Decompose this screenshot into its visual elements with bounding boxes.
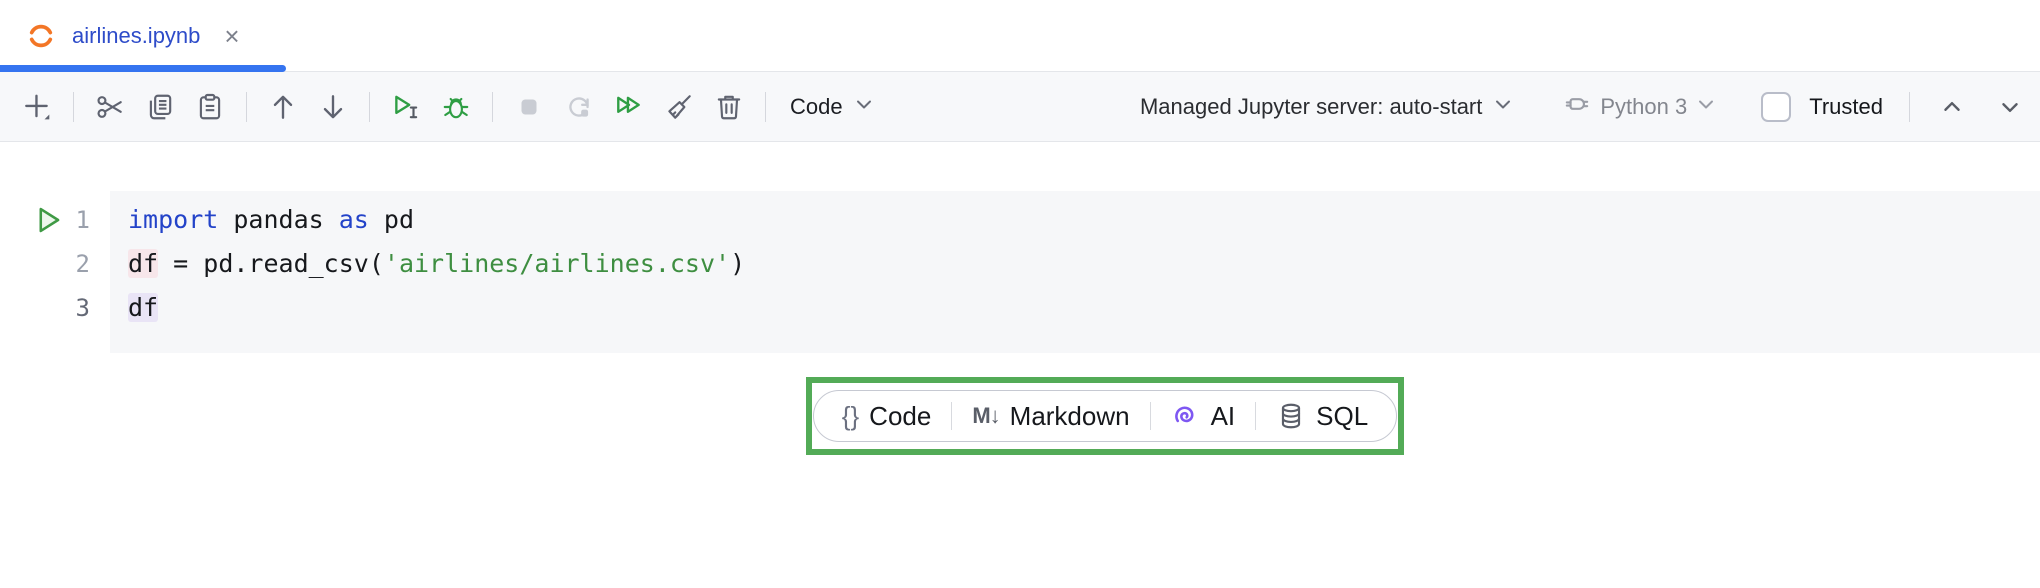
kernel-label: Python 3	[1600, 93, 1688, 119]
database-icon	[1276, 401, 1306, 431]
toolbar-separator	[1909, 91, 1910, 122]
notebook-code-cell: 1 2 3 import pandas as pd df = pd.read_csv(…	[0, 191, 2040, 353]
paste-cell-button[interactable]	[188, 85, 232, 129]
active-tab-indicator	[0, 65, 286, 72]
line-number: 1	[75, 206, 90, 234]
restart-kernel-button[interactable]	[557, 85, 601, 129]
cell-gutter: 1 2 3	[0, 191, 110, 353]
cut-cell-button[interactable]	[88, 85, 132, 129]
tab-airlines-ipynb[interactable]: airlines.ipynb ×	[0, 0, 268, 71]
run-cell-select-below-button[interactable]	[384, 85, 428, 129]
next-cell-button[interactable]	[1992, 89, 2028, 125]
move-cell-down-button[interactable]	[311, 85, 355, 129]
clear-outputs-button[interactable]	[657, 85, 701, 129]
cell-type-dropdown[interactable]: Code	[780, 85, 885, 129]
code-line[interactable]: df = pd.read_csv('airlines/airlines.csv'…	[128, 249, 746, 278]
trusted-label: Trusted	[1809, 93, 1883, 119]
gutter-line-numbers: 1 2 3	[76, 191, 90, 330]
code-editor[interactable]: import pandas as pd df = pd.read_csv('air…	[110, 191, 2040, 353]
jupyter-notebook-icon	[26, 21, 56, 51]
chevron-down-icon	[853, 93, 875, 120]
debug-cell-button[interactable]	[434, 85, 478, 129]
code-line[interactable]: df	[128, 293, 159, 322]
toolbar-separator	[73, 91, 74, 122]
braces-icon: {}	[841, 400, 860, 431]
notebook-toolbar: Code Managed Jupyter server: auto-start …	[0, 72, 2040, 142]
popup-item-sql[interactable]: SQL	[1256, 391, 1388, 441]
popup-separator	[1149, 402, 1151, 430]
jupyter-server-label: Managed Jupyter server: auto-start	[1139, 93, 1483, 119]
new-cell-type-popup: {} Code M↓ Markdown AI	[812, 390, 1398, 442]
popup-separator	[951, 402, 953, 430]
popup-item-ai[interactable]: AI	[1151, 391, 1256, 441]
copy-cell-button[interactable]	[138, 85, 182, 129]
cell-type-dropdown-label: Code	[790, 93, 843, 119]
toolbar-separator	[246, 91, 247, 122]
toolbar-separator	[492, 91, 493, 122]
delete-cell-button[interactable]	[707, 85, 751, 129]
popup-item-code[interactable]: {} Code	[841, 400, 932, 431]
chevron-down-icon	[1695, 93, 1717, 120]
run-cell-icon[interactable]	[36, 205, 64, 240]
popup-separator	[1255, 402, 1257, 430]
jupyter-server-dropdown[interactable]: Managed Jupyter server: auto-start	[1130, 85, 1524, 129]
ai-spiral-icon	[1171, 401, 1201, 431]
add-cell-button[interactable]	[15, 85, 59, 129]
tab-bar: airlines.ipynb ×	[0, 0, 2040, 72]
popup-item-markdown[interactable]: M↓ Markdown	[972, 400, 1130, 431]
tab-title: airlines.ipynb	[72, 22, 201, 48]
code-line[interactable]: import pandas as pd	[128, 205, 414, 234]
trusted-checkbox[interactable]	[1761, 91, 1792, 122]
toolbar-separator	[369, 91, 370, 122]
markdown-icon: M↓	[972, 403, 1000, 428]
toolbar-separator	[765, 91, 766, 122]
tab-close-icon[interactable]: ×	[224, 20, 240, 51]
move-cell-up-button[interactable]	[261, 85, 305, 129]
interrupt-kernel-button[interactable]	[507, 85, 551, 129]
line-number: 3	[75, 294, 90, 322]
code-lines: import pandas as pd df = pd.read_csv('air…	[128, 198, 2040, 330]
previous-cell-button[interactable]	[1934, 89, 1970, 125]
plug-icon	[1562, 89, 1592, 124]
line-number: 2	[75, 250, 90, 278]
kernel-dropdown[interactable]: Python 3	[1562, 89, 1717, 124]
run-all-cells-button[interactable]	[607, 85, 651, 129]
annotation-highlight-box: {} Code M↓ Markdown AI	[806, 377, 1404, 455]
chevron-down-icon	[1492, 93, 1514, 120]
